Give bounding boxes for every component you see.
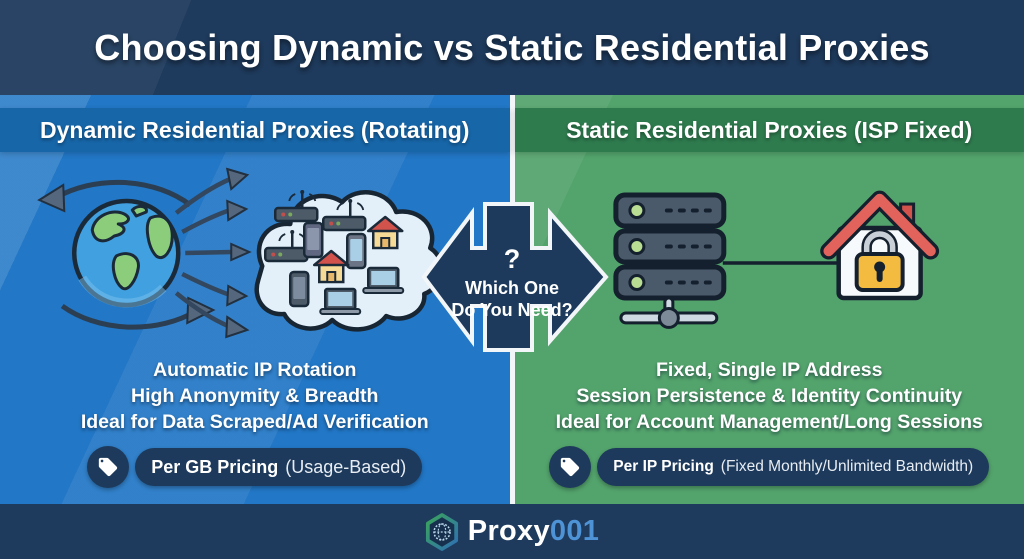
dynamic-pricing: Per GB Pricing (Usage-Based) [87,446,423,488]
price-tag-icon [99,457,118,477]
dynamic-feature-list: Automatic IP Rotation High Anonymity & B… [81,357,429,435]
question-mark: ? [504,244,521,274]
smartphone-icon [289,270,310,308]
pricing-detail: (Fixed Monthly/Unlimited Bandwidth) [720,458,974,475]
static-header-band: Static Residential Proxies (ISP Fixed) [514,108,1024,152]
brand-suffix: 001 [549,515,600,547]
feature-line: High Anonymity & Breadth [131,385,379,407]
feature-line: Ideal for Account Management/Long Sessio… [555,411,983,433]
pricing-label: Per GB Pricing [151,456,279,477]
price-tag-icon [561,457,580,477]
header: Choosing Dynamic vs Static Residential P… [0,0,1024,95]
laptop-icon [362,266,405,294]
pricing-detail: (Usage-Based) [285,456,407,477]
network-node-icon [618,296,718,329]
pricing-pill: Per GB Pricing (Usage-Based) [135,448,423,486]
badge-line1: Which One [465,278,559,298]
feature-line: Fixed, Single IP Address [655,359,883,381]
feature-line: Session Persistence & Identity Continuit… [576,385,963,407]
globe-icon [72,198,181,308]
dynamic-column: Dynamic Residential Proxies (Rotating) [0,95,510,504]
dynamic-header-label: Dynamic Residential Proxies (Rotating) [40,116,470,143]
router-icon [322,199,367,232]
smartphone-icon [346,232,367,270]
brand-logo: Proxy001 [468,515,599,548]
rotation-arrows-icon [37,179,216,330]
house-icon [313,249,350,284]
padlock-icon [854,228,905,292]
static-illustration [612,190,939,329]
badge-line2: Do You Need? [451,300,572,320]
double-arrow-icon: ? Which One Do You Need? [421,202,609,352]
dynamic-illustration [37,167,444,339]
static-column: Static Residential Proxies (ISP Fixed) [514,95,1024,504]
router-icon [274,190,319,223]
page-title: Choosing Dynamic vs Static Residential P… [94,26,930,68]
price-tag-badge [549,446,592,488]
hexagon-globe-icon [425,512,458,551]
dynamic-header-band: Dynamic Residential Proxies (Rotating) [0,108,510,152]
server-stack-icon [612,192,726,301]
feature-line: Ideal for Data Scraped/Ad Verification [80,411,429,433]
footer: Proxy001 [0,504,1024,559]
laptop-icon [319,287,362,315]
price-tag-badge [87,446,130,488]
fan-arrowheads [225,167,252,339]
house-icon [367,215,404,250]
pricing-pill: Per IP Pricing (Fixed Monthly/Unlimited … [597,448,990,486]
static-feature-list: Fixed, Single IP Address Session Persist… [556,357,983,435]
static-pricing: Per IP Pricing (Fixed Monthly/Unlimited … [549,446,990,488]
brand-name: Proxy [467,515,550,547]
secure-home-icon [819,190,939,301]
feature-line: Automatic IP Rotation [153,359,357,381]
comparison-columns: Dynamic Residential Proxies (Rotating) [0,95,1024,504]
pricing-label: Per IP Pricing [613,458,714,475]
smartphone-icon [303,221,324,259]
static-header-label: Static Residential Proxies (ISP Fixed) [566,116,973,143]
